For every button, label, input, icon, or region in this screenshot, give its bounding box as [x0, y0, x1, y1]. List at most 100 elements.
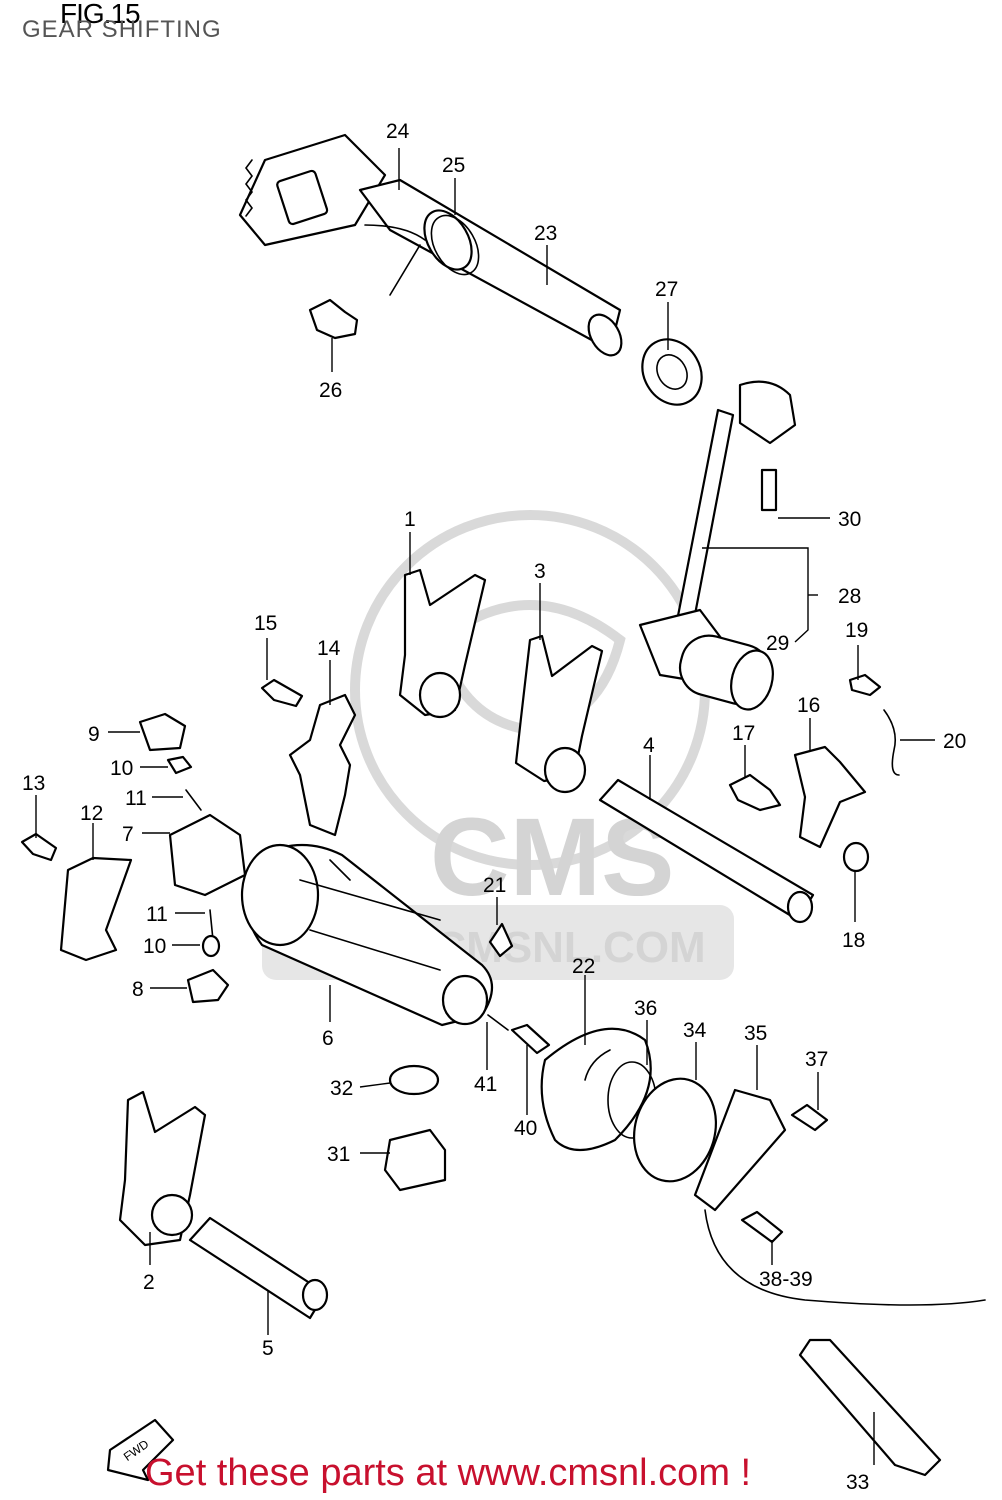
callout-26: 24 — [386, 120, 410, 143]
cam-guide-8 — [186, 968, 230, 1004]
cam-grooves — [299, 859, 441, 971]
lever-clamp — [738, 380, 797, 445]
cam-stopper-group — [20, 712, 247, 1004]
cam-stopper-plate-12 — [59, 856, 133, 962]
callout-9: 9 — [88, 723, 100, 746]
gear-contour — [584, 1049, 611, 1081]
screw-15 — [260, 678, 304, 708]
lever-arm — [675, 408, 735, 627]
shift-fork-1 — [398, 568, 487, 717]
shift-fork-lower-assembly — [118, 1090, 329, 1320]
cam-guide-plate-14 — [288, 693, 357, 837]
callout-3: 3 — [534, 560, 546, 583]
callout-10-upper: 10 — [110, 757, 133, 780]
callout-22: 21 — [483, 874, 506, 897]
clamp-bolt — [760, 468, 778, 512]
cam-driven-gear-group — [383, 922, 657, 1192]
callout-30: 28 — [838, 585, 861, 608]
fork-2-boss — [150, 1193, 194, 1237]
spring-11-upper — [185, 789, 202, 811]
get-parts-link[interactable]: Get these parts at www.cmsnl.com ! — [145, 1452, 752, 1494]
pin-10-upper — [166, 755, 193, 775]
rubber-end — [730, 649, 774, 711]
callout-40: 40 — [514, 1117, 537, 1140]
fwd-arrow-icon — [106, 1418, 175, 1482]
gearshift-lever-assembly — [638, 380, 797, 711]
callout-11-upper: 11 — [125, 787, 147, 810]
callout-20: 19 — [845, 619, 868, 642]
bolt-20 — [848, 673, 882, 697]
plate-window — [276, 169, 329, 226]
callout-25: 23 — [534, 222, 557, 245]
callout-32: 30 — [838, 508, 861, 531]
callout-29: 27 — [655, 278, 678, 301]
callout-8: 8 — [132, 978, 144, 1001]
callout-14: 14 — [317, 637, 341, 660]
callout-1: 1 — [404, 508, 416, 531]
fork-shaft-4-group — [598, 778, 815, 924]
callout-4: 4 — [643, 734, 655, 757]
callout-38-39: 33 — [846, 1471, 869, 1494]
gear-position-switch-group — [632, 1077, 986, 1306]
callout-41: 41 — [474, 1073, 497, 1096]
gearshift-shaft — [358, 178, 622, 352]
shaft-spline-end — [587, 313, 623, 357]
stopper-arm-group — [728, 673, 900, 873]
callout-21: 22 — [572, 955, 595, 978]
switch-33 — [632, 1077, 718, 1183]
clamp-group — [798, 1338, 942, 1477]
callout-labels: 24 25 23 27 26 30 1 3 28 15 19 29 14 16 … — [22, 120, 966, 1494]
pin-40 — [510, 1023, 551, 1055]
spring-coil — [430, 214, 480, 276]
fork-1-boss — [418, 671, 462, 719]
screw-13 — [20, 832, 58, 862]
oil-seal-bore — [656, 354, 688, 390]
cam-end — [240, 843, 320, 947]
callout-7: 7 — [122, 823, 134, 846]
plug-23 — [383, 1128, 447, 1192]
screw-37 — [740, 1210, 784, 1244]
cam-driven-gear-21 — [540, 1027, 652, 1151]
spring-11-lower — [209, 909, 214, 941]
callout-13: 13 — [22, 772, 45, 795]
callout-24: 32 — [330, 1077, 353, 1100]
callout-5: 5 — [262, 1337, 274, 1360]
leader-lines — [35, 148, 935, 1465]
spring-stopper-bolt — [308, 298, 359, 340]
callout-31: 29 — [766, 632, 789, 655]
callout-15: 15 — [254, 612, 277, 635]
washer-24 — [388, 1064, 440, 1096]
screw-36 — [790, 1103, 829, 1132]
fork-shaft-4-end — [786, 890, 814, 924]
cam-guide-9 — [138, 712, 187, 752]
plate-teeth — [245, 159, 253, 217]
callout-2: 2 — [143, 1271, 155, 1294]
spring-41 — [487, 1014, 509, 1031]
washer-18 — [842, 841, 870, 873]
fork-shaft-4 — [598, 778, 815, 922]
callout-16: 16 — [797, 694, 820, 717]
cam-stopper-7 — [168, 813, 247, 897]
callout-17: 17 — [732, 722, 755, 745]
plate-34 — [693, 1088, 787, 1212]
callout-23: 31 — [327, 1143, 350, 1166]
shift-fork-3 — [514, 634, 604, 783]
bolt-17 — [728, 773, 782, 812]
callout-37: 38-39 — [759, 1268, 813, 1291]
callout-28: 26 — [319, 379, 342, 402]
gearshift-cam-group — [240, 843, 494, 1027]
callout-27: 25 — [442, 154, 465, 177]
callout-12: 12 — [80, 802, 103, 825]
cam-end-small — [441, 974, 489, 1026]
clamp-38-39 — [798, 1338, 942, 1477]
spring-19 — [883, 709, 900, 776]
switch-lead-wire — [704, 1209, 986, 1306]
figure-subtitle: GEAR SHIFTING — [22, 16, 222, 43]
pin-10-lower — [201, 934, 221, 958]
gearshift-shaft-assembly — [238, 133, 703, 406]
callout-6: 6 — [322, 1027, 334, 1050]
callout-36: 37 — [805, 1048, 828, 1071]
fork-3-boss — [543, 746, 587, 794]
pin-22 — [488, 922, 514, 958]
